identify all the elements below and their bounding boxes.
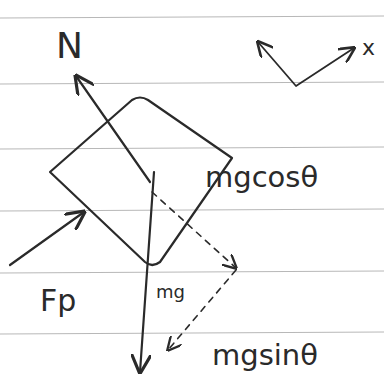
block [50,98,232,266]
force-label: mgsinθ [212,340,318,372]
axes-symbol [258,42,354,86]
ruled-lines [0,16,384,334]
force-label: N [56,26,83,66]
force-label: mgcosθ [205,162,318,194]
force-label: Fp [40,284,76,317]
normal-force-arrow [76,76,150,182]
force-label: mg [156,282,185,302]
normal-component-arrow [152,192,236,268]
axis-label: x [362,36,375,60]
push-force-arrow [10,212,84,265]
weight-arrow [140,172,154,372]
